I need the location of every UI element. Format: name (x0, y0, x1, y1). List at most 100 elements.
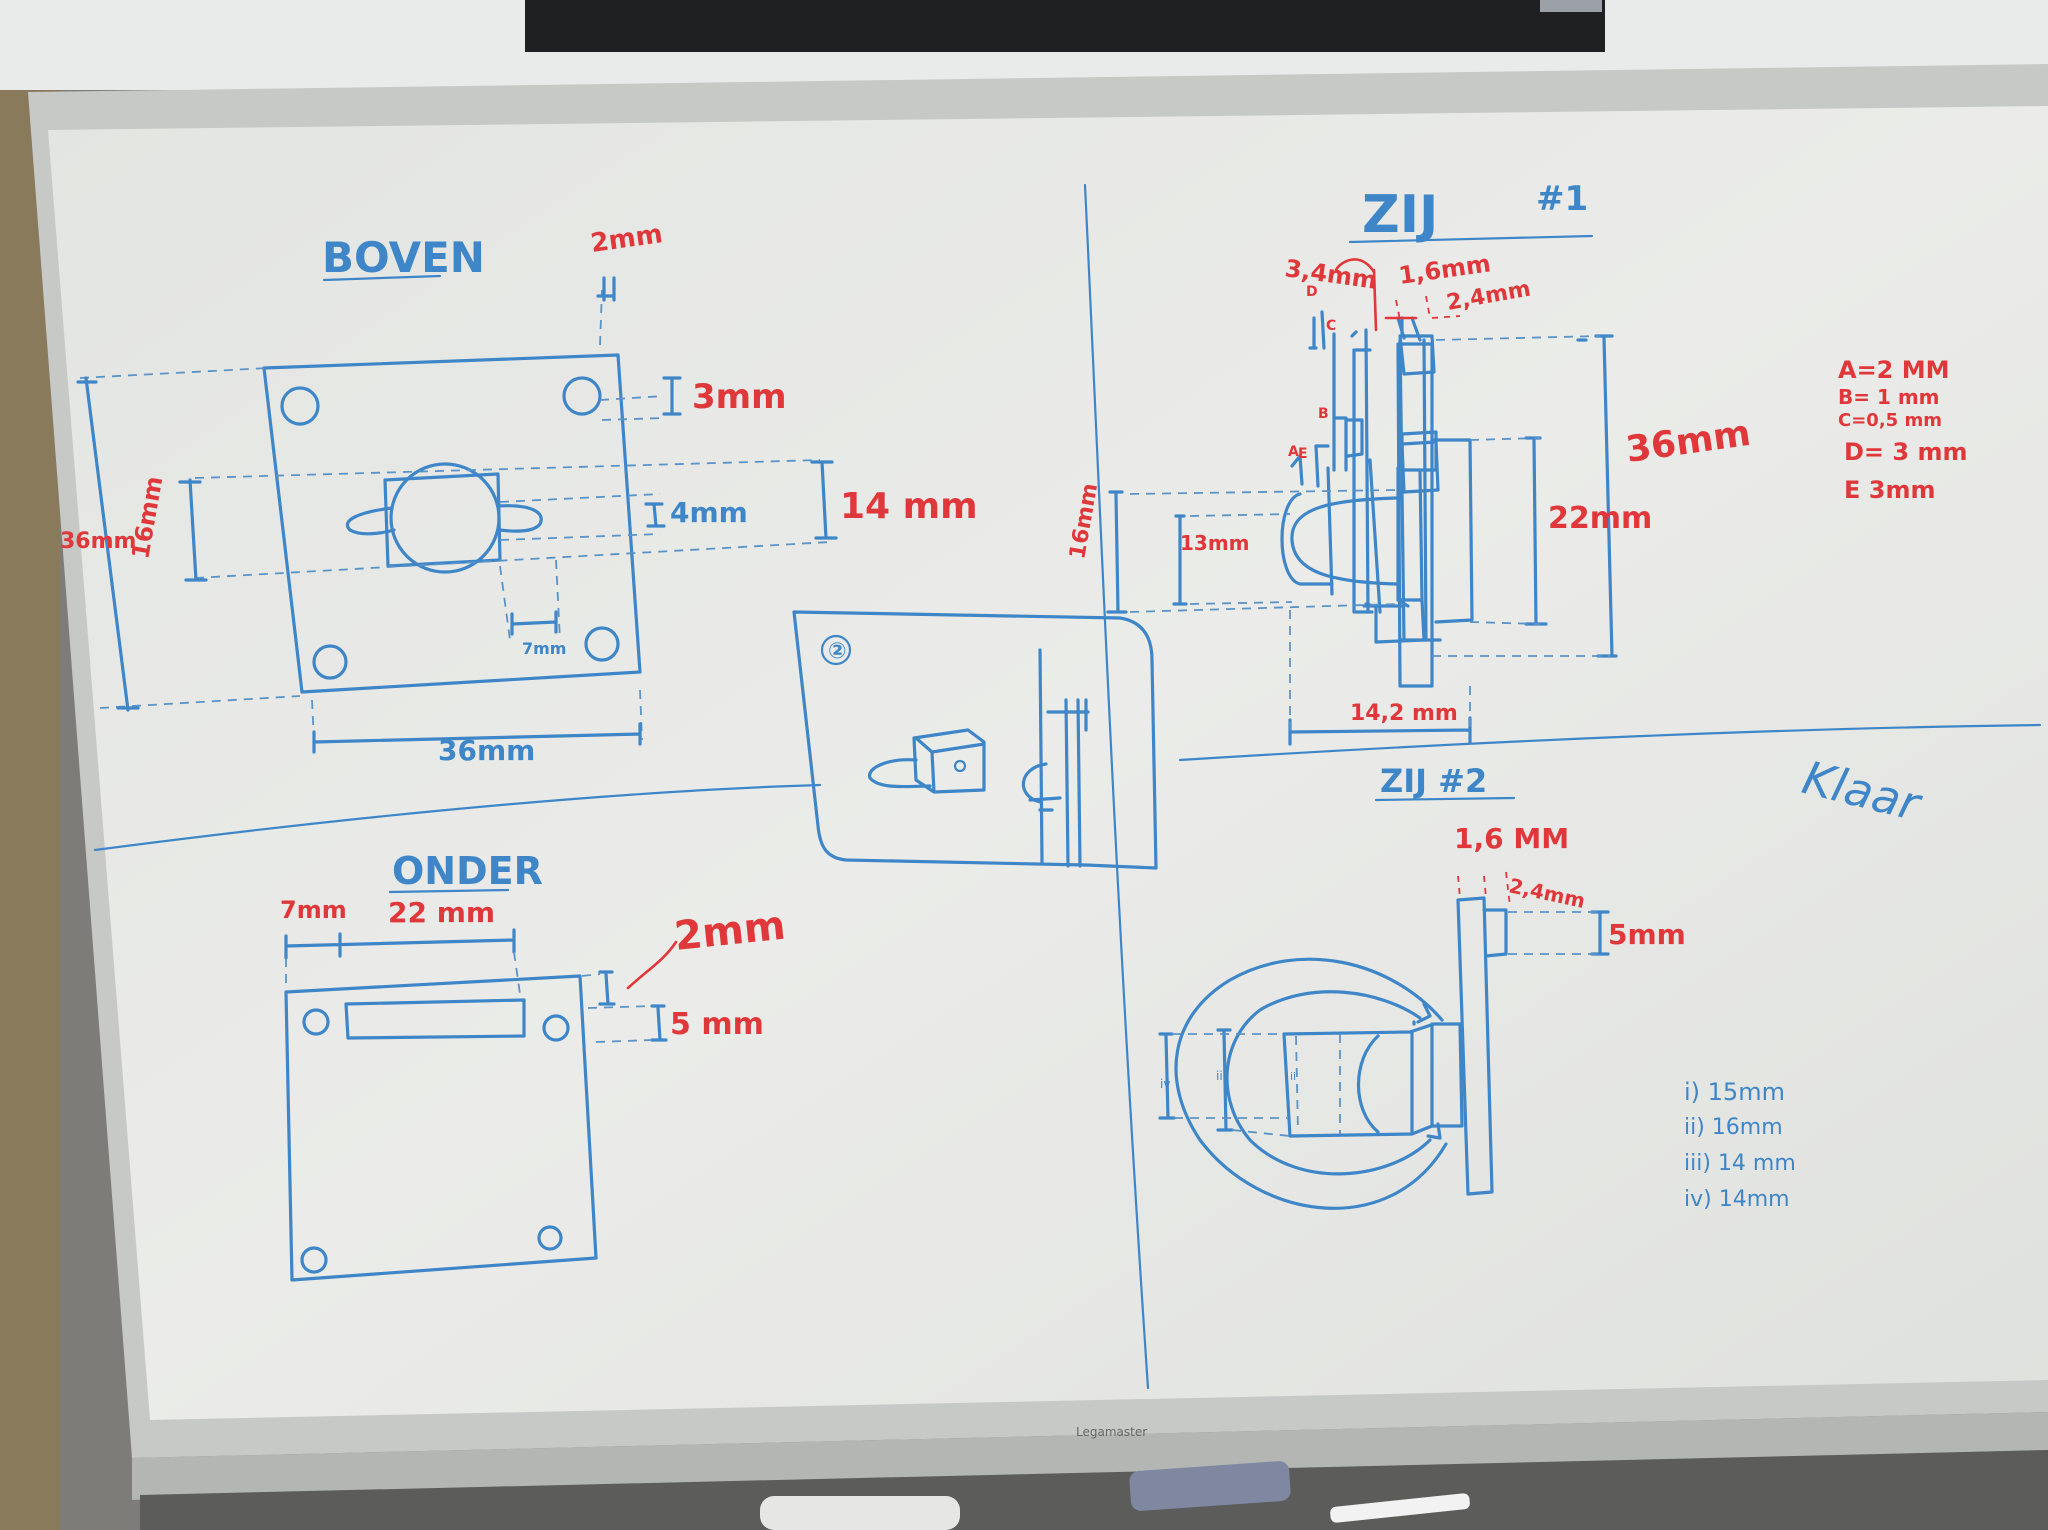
onder-hole-br (537, 1225, 563, 1251)
onder-dim-2 (598, 970, 616, 1006)
zij2-dim-iv (1158, 1032, 1176, 1120)
boven-shaft-left (345, 506, 396, 536)
boven-hole-tr (562, 376, 602, 416)
boven-dim-16 (178, 478, 208, 582)
sketch2-side-profile (1038, 648, 1090, 868)
boven-dim-14 (810, 460, 838, 540)
zij1-clamp (1400, 440, 1440, 494)
right-horizontal-divider (1178, 723, 2042, 762)
zij1-plate (1396, 342, 1434, 688)
boven-shaft-right (496, 504, 543, 533)
projector-light (1540, 0, 1602, 12)
zij2-list-iii: iii) 14 mm (1684, 1151, 1796, 1176)
legend-c: C=0,5 mm (1838, 410, 1942, 431)
onder-red-pointer (626, 940, 678, 990)
onder-section: ONDER 7mm 22 mm 2mm 5 mm (280, 849, 788, 1282)
onder-hole-bl (300, 1246, 328, 1274)
sketch-2: ② (792, 610, 1158, 870)
zij1-label-14-2mm: 14,2 mm (1350, 701, 1458, 726)
zij1-letter-a: A (1288, 444, 1299, 460)
boven-dim-36-horizontal (312, 722, 642, 754)
zij1-dim-13 (1172, 514, 1188, 606)
sketch2-frame (792, 610, 1158, 870)
zij2-title: ZIJ #2 (1380, 762, 1487, 800)
zij1-dim-16 (1106, 490, 1128, 614)
zij2-roman-ii: ii (1290, 1070, 1296, 1083)
onder-label-5mm: 5 mm (670, 1007, 764, 1042)
boven-label-4mm: 4mm (670, 496, 748, 529)
zij1-legend: A=2 MM B= 1 mm C=0,5 mm D= 3 mm E 3mm (1838, 356, 1967, 504)
sketch2-circle (820, 634, 852, 666)
legend-d: D= 3 mm (1844, 438, 1967, 466)
marker-pen (1330, 1493, 1470, 1523)
vertical-divider (1083, 183, 1150, 1390)
zij1-letter-b: B (1318, 406, 1329, 422)
onder-dim-5 (650, 1004, 668, 1042)
zij2-cable-loop (1174, 957, 1448, 1210)
sketch2-number: ② (828, 639, 847, 664)
legend-e: E 3mm (1844, 476, 1935, 504)
boven-dim-2 (596, 276, 616, 302)
zij2-list-iv: iv) 14mm (1684, 1187, 1790, 1212)
boven-motor-disc (389, 462, 501, 574)
zij2-label-1-6mm: 1,6 MM (1454, 822, 1569, 855)
boven-hole-bl (312, 644, 348, 680)
onder-plate (284, 974, 598, 1282)
legend-b: B= 1 mm (1838, 385, 1940, 409)
boven-hole-tl (280, 386, 320, 426)
boven-title: BOVEN (322, 233, 485, 282)
left-horizontal-divider (93, 783, 822, 852)
zij2-list-ii: ii) 16mm (1684, 1115, 1783, 1140)
zij1-label-13mm: 13mm (1180, 531, 1250, 555)
eraser (1129, 1461, 1291, 1511)
board-brand: Legamaster (1076, 1425, 1147, 1439)
zij1-letter-e: E (1298, 446, 1308, 462)
marker-tray (132, 1412, 2048, 1500)
onder-slot (344, 998, 526, 1040)
sketch2-motor-cube (912, 728, 986, 794)
zij2-motor-face (1357, 1022, 1434, 1134)
boven-hole-br (584, 626, 620, 662)
zij1-label-22mm: 22mm (1548, 501, 1652, 536)
boven-label-36mm-left: 36mm (60, 529, 136, 554)
zij1-letter-c: C (1326, 318, 1336, 334)
zij2-cable-loop-inner (1225, 990, 1432, 1176)
sketch2-motor-profile (1021, 762, 1062, 812)
boven-section: BOVEN 2mm 3mm 14 mm 4mm 7mm 36mm 16mm 36… (60, 219, 978, 767)
onder-hole-tl (302, 1008, 330, 1036)
boven-label-7mm: 7mm (522, 639, 566, 658)
boven-dim-36-vertical (76, 376, 140, 712)
zij2-measurement-list: i) 15mm ii) 16mm iii) 14 mm iv) 14mm (1684, 1078, 1796, 1212)
sketch2-cable (868, 758, 932, 789)
zij2-roman-iii: iii (1216, 1069, 1226, 1083)
boven-dim-7 (510, 610, 558, 636)
zij2-dim-iii (1216, 1028, 1234, 1132)
zij2-tab (1482, 908, 1508, 958)
zij2-roman-iv: iv (1160, 1077, 1170, 1091)
boven-label-3mm: 3mm (692, 377, 787, 417)
zij2-section: ZIJ #2 1,6 MM 2,4mm 5mm iv iii ii i) 15m… (1158, 762, 1796, 1212)
zij1-title: ZIJ (1362, 185, 1438, 245)
zij1-number: #1 (1536, 179, 1588, 219)
onder-label-22mm: 22 mm (388, 896, 495, 929)
zij2-list-i: i) 15mm (1684, 1078, 1785, 1106)
boven-label-36mm-bottom: 36mm (438, 734, 535, 767)
zij2-plate (1456, 896, 1494, 1196)
onder-dim-7-22 (284, 928, 516, 960)
projector-bar (525, 0, 1605, 52)
zij1-red-pointer (1334, 258, 1418, 332)
legend-a: A=2 MM (1838, 356, 1950, 384)
zij1-motor-disc (1290, 496, 1398, 586)
onder-label-7mm: 7mm (280, 896, 347, 924)
boven-dim-4 (644, 502, 666, 528)
zij2-label-5mm: 5mm (1608, 918, 1686, 951)
stand-base (140, 1450, 2048, 1530)
zij1-dim-36 (1576, 334, 1618, 658)
boven-dim-3 (662, 376, 682, 416)
boven-label-14mm: 14 mm (840, 486, 978, 527)
zij1-part-a (1398, 334, 1436, 376)
onder-hole-tr (542, 1014, 570, 1042)
zij1-letter-d: D (1306, 284, 1318, 300)
remote-control (760, 1496, 960, 1530)
